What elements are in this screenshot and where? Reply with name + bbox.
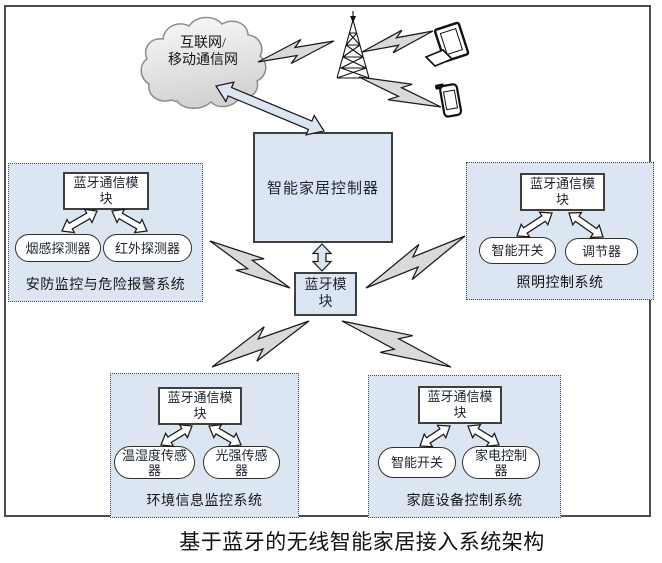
smart-switch-label-lighting: 智能开关 xyxy=(491,243,544,258)
bluetooth-module-label: 蓝牙模块 xyxy=(304,278,347,310)
environment-bluetooth-comm-box: 蓝牙通信模块 xyxy=(158,387,242,425)
bluetooth-module-box: 蓝牙模块 xyxy=(294,272,357,316)
lighting-bluetooth-comm-box: 蓝牙通信模块 xyxy=(520,173,605,211)
regulator-label: 调节器 xyxy=(581,244,621,259)
subsystem-security: 蓝牙通信模块 烟感探测器 红外探测器 安防监控与危险报警系统 xyxy=(8,163,203,302)
smart-switch-label-appliance: 智能开关 xyxy=(390,455,443,470)
appliance-controller-label: 家电控制器 xyxy=(474,447,527,478)
environment-subsystem-title: 环境信息监控系统 xyxy=(146,494,263,509)
appliance-bluetooth-comm-label: 蓝牙通信模块 xyxy=(427,389,493,420)
temp-humidity-sensor-label: 温湿度传感器 xyxy=(121,447,187,478)
subsystem-appliance: 蓝牙通信模块 智能开关 家电控制器 家庭设备控制系统 xyxy=(368,375,561,518)
security-subsystem-title: 安防监控与危险报警系统 xyxy=(25,278,186,293)
smoke-detector-label: 烟感探测器 xyxy=(25,240,91,256)
internet-cloud-text: 互联网/ 移动通信网 xyxy=(152,35,254,69)
smoke-detector-node: 烟感探测器 xyxy=(15,234,101,262)
temp-humidity-sensor-node: 温湿度传感器 xyxy=(114,446,195,479)
subsystem-lighting: 蓝牙通信模块 智能开关 调节器 照明控制系统 xyxy=(466,162,654,300)
smart-home-controller-label: 智能家居控制器 xyxy=(266,181,379,197)
smart-switch-node-lighting: 智能开关 xyxy=(479,237,556,264)
smart-switch-node-appliance: 智能开关 xyxy=(378,447,456,478)
lighting-subsystem-title: 照明控制系统 xyxy=(516,276,604,291)
appliance-bluetooth-comm-box: 蓝牙通信模块 xyxy=(418,386,502,424)
light-sensor-label: 光强传感器 xyxy=(215,447,268,478)
security-bluetooth-comm-box: 蓝牙通信模块 xyxy=(63,172,149,210)
security-bluetooth-comm-label: 蓝牙通信模块 xyxy=(73,175,139,206)
lighting-bluetooth-comm-label: 蓝牙通信模块 xyxy=(529,176,595,207)
environment-bluetooth-comm-label: 蓝牙通信模块 xyxy=(167,390,233,421)
light-sensor-node: 光强传感器 xyxy=(203,446,280,479)
smart-home-controller-box: 智能家居控制器 xyxy=(253,132,393,243)
appliance-subsystem-title: 家庭设备控制系统 xyxy=(406,494,523,509)
appliance-controller-node: 家电控制器 xyxy=(462,446,540,479)
figure-caption: 基于蓝牙的无线智能家居接入系统架构 xyxy=(179,530,545,554)
cloud-line2: 移动通信网 xyxy=(168,53,238,68)
subsystem-environment: 蓝牙通信模块 温湿度传感器 光强传感器 环境信息监控系统 xyxy=(110,373,299,518)
infrared-detector-label: 红外探测器 xyxy=(114,240,180,256)
infrared-detector-node: 红外探测器 xyxy=(103,234,192,262)
cloud-line1: 互联网/ xyxy=(180,36,226,51)
regulator-node: 调节器 xyxy=(565,238,638,265)
